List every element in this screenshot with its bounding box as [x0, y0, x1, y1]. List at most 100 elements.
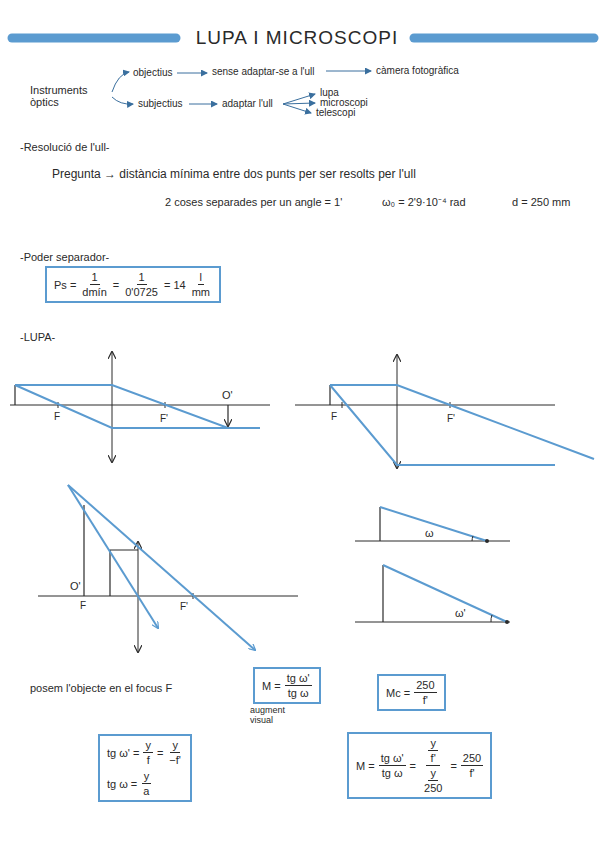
formula-text: y [145, 739, 151, 751]
note-label: -Poder separador- [20, 251, 109, 263]
formula-text: tg ω [288, 687, 309, 699]
note-label: ω₀ = 2'9·10⁻⁴ rad [382, 196, 466, 208]
formula-text: f' [431, 752, 436, 764]
fraction: l mm [190, 271, 212, 298]
fraction-denominator: f' [467, 766, 476, 779]
fraction-numerator: tg ω' [285, 672, 312, 686]
formula-text: y [430, 767, 436, 779]
fraction-denominator: f [145, 753, 152, 766]
fraction-numerator: y [428, 767, 438, 781]
note-label: O' [70, 580, 81, 592]
note-label: F [331, 411, 337, 422]
fraction: 1 0'0725 [123, 271, 160, 298]
fraction-denominator: 250 [422, 781, 444, 794]
page-title: LUPA I MICROSCOPI [180, 27, 414, 49]
formula-text: y [172, 739, 178, 751]
fraction-numerator: y f' [426, 737, 440, 766]
formula-text: f' [423, 694, 428, 706]
angle-figures [355, 507, 510, 624]
formula-text: mm [192, 286, 210, 298]
note-label: Pregunta → distància mínima entre dos pu… [52, 168, 416, 181]
formula-text: Mc = [386, 687, 410, 699]
note-label: ω [425, 527, 434, 539]
lens-diagram-object-at-focus [295, 355, 594, 468]
fraction-denominator: tg ω [286, 686, 311, 699]
fraction: ya [141, 770, 151, 797]
formula-text: M = [356, 760, 375, 772]
formula-text: y [144, 770, 150, 782]
fraction-numerator: y [142, 770, 152, 784]
formula-row: tg ω =ya [107, 770, 183, 797]
note-label: O' [222, 389, 233, 401]
formula-box: Ps =1dmín=10'0725= 14lmm [45, 266, 221, 303]
note-label: objectius [133, 67, 172, 78]
note-label: ω' [455, 607, 466, 619]
formula-text: 250 [424, 782, 442, 794]
note-label: sense adaptar-se a l'ull [212, 66, 315, 77]
note-label: -LUPA- [20, 331, 55, 343]
formula-text: l [200, 271, 202, 283]
fraction-denominator: −f' [167, 753, 183, 766]
note-label: càmera fotogràfica [376, 65, 459, 76]
fraction-numerator: y [170, 739, 180, 753]
fraction-denominator: f' [421, 693, 430, 706]
fraction-numerator: l [198, 271, 204, 285]
fraction-numerator: y [143, 739, 153, 753]
formula-text: tg ω [382, 767, 403, 779]
formula-text: = [410, 760, 416, 772]
formula-row: tg ω' =yf=y−f' [107, 739, 183, 766]
fraction-denominator: mm [190, 285, 212, 298]
fraction-denominator: 0'0725 [123, 285, 160, 298]
fraction: y −f' [167, 739, 183, 766]
formula-text: = 14 [164, 279, 186, 291]
fraction-numerator: y [428, 737, 438, 751]
note-label: F [80, 600, 86, 611]
fraction-denominator: dmín [80, 285, 108, 298]
fraction: 250 f' [461, 752, 483, 779]
formula-text: f' [469, 767, 474, 779]
note-label: F' [180, 601, 188, 612]
formula-text: y [430, 737, 436, 749]
fraction-numerator: 250 [414, 679, 436, 693]
fraction: y f' [428, 737, 438, 764]
fraction-numerator: 1 [90, 271, 100, 285]
note-label: Instruments òptics [30, 84, 110, 108]
fraction-numerator: 1 [137, 271, 147, 285]
note-label: -Resolució de l'ull- [20, 141, 110, 153]
fraction-numerator: 250 [461, 752, 483, 766]
note-label: augment visual [250, 706, 302, 726]
formula-text: 250 [463, 752, 481, 764]
note-label: microscopi [320, 98, 368, 108]
formula-text: 1 [92, 271, 98, 283]
formula-box: tg ω' =yf=y−f'tg ω =ya [98, 734, 192, 802]
formula-text: dmín [82, 286, 106, 298]
note-label: d = 250 mm [512, 196, 570, 208]
formula-text: tg ω' = [107, 747, 139, 759]
note-label: F' [160, 413, 168, 424]
fraction-denominator: a [141, 784, 151, 797]
note-label: F' [447, 413, 455, 424]
formula-text: 0'0725 [125, 286, 158, 298]
formula-text: = [113, 279, 119, 291]
formula-text: f [147, 754, 150, 766]
note-label: adaptar l'ull [222, 98, 273, 109]
fraction-denominator: tg ω [380, 766, 405, 779]
formula-text: tg ω' [287, 672, 310, 684]
formula-row: Ps =1dmín=10'0725= 14lmm [54, 271, 212, 298]
formula-text: tg ω' [381, 752, 404, 764]
fraction: tg ω' tg ω [285, 672, 312, 699]
formula-text: a [143, 785, 149, 797]
fraction: 250f' [414, 679, 436, 706]
formula-text: = [450, 760, 456, 772]
lens-diagram-virtual-image [38, 485, 298, 652]
formula-row: Mc = 250f' [386, 679, 437, 706]
formula-text: 1 [139, 271, 145, 283]
formula-text: −f' [169, 754, 181, 766]
note-label: subjectius [138, 98, 182, 109]
formula-box: Mc = 250f' [377, 674, 446, 711]
formula-box: M = tg ω' tg ω = y f' y 250 = 250 f' [347, 732, 492, 799]
formula-row: M = tg ω' tg ω = y f' y 250 = 250 f' [356, 737, 483, 794]
fraction-numerator: tg ω' [379, 752, 406, 766]
fraction-denominator: y 250 [420, 766, 446, 794]
